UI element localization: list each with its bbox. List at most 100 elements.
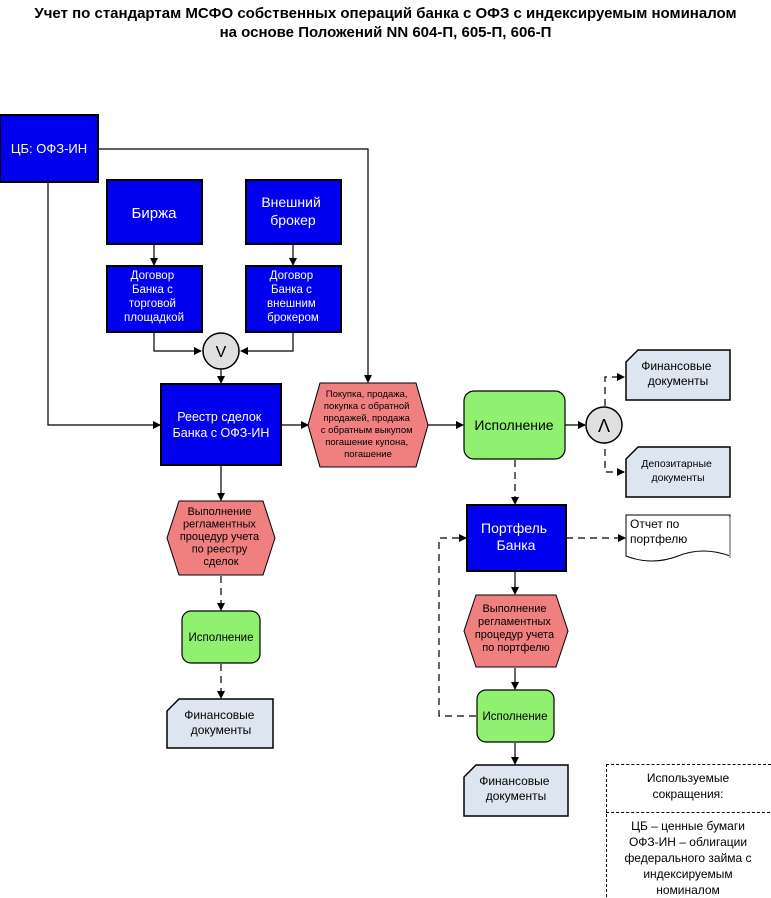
legend-box (606, 764, 771, 897)
node-broker-contract: Договор Банка с внешним брокером (245, 265, 342, 333)
svg-text:Договор Банка с вн: Договор Банка с внешним брокером (267, 270, 319, 324)
node-portfolio: Портфель Банка (466, 504, 567, 572)
node-portfolio-report: Отчет по портфелю (625, 514, 731, 562)
node-and-gate: Λ (585, 406, 623, 444)
node-broker: Внешний брокер (245, 179, 342, 245)
legend-header-line-1: Используемые (646, 771, 730, 785)
broker-contract-line-3: внешним (267, 298, 316, 310)
broker-contract-line-1: Договор (270, 270, 313, 282)
fin-docs-top-line-1: Финансовые (641, 359, 712, 373)
node-broker-line-1: Внешний (261, 194, 320, 210)
connectors (47, 148, 626, 765)
operations-line-1: Покупка, продажа, (326, 389, 408, 400)
legend-header-line-2: сокращения: (652, 787, 724, 801)
fin-docs-top-line-2: документы (648, 374, 709, 388)
legend-item: ОФЗ-ИН – облигации (628, 835, 748, 849)
svg-text:Финансовые документы: Финансовые документы (479, 774, 553, 803)
node-exchange-label: Биржа (132, 205, 178, 222)
node-exchange-contract: Договор Банка с торговой площадкой (106, 265, 203, 333)
portfolio-report-line-2: портфелю (630, 532, 687, 546)
svg-text:Реестр сделок Банка с ОФ: Реестр сделок Банка с ОФЗ-ИН (173, 410, 270, 440)
procedures-registry-line-5: сделок (203, 556, 238, 568)
edge-broker-contract-to-or (240, 332, 294, 355)
node-procedures-registry: Выполнение регламентных процедур учета п… (166, 500, 276, 576)
svg-text:Покупка, продажа, покупк: Покупка, продажа, покупка с обратной про… (321, 389, 416, 460)
legend-item: ЦБ – ценные бумаги (631, 819, 745, 833)
legend-items: ЦБ – ценные бумаги ОФЗ-ИН – облигации фе… (606, 818, 770, 898)
node-registry: Реестр сделок Банка с ОФЗ-ИН (160, 383, 282, 466)
node-execution-registry: Исполнение (181, 610, 261, 664)
execution-registry-label: Исполнение (188, 632, 253, 644)
legend-item: индексируемым (643, 867, 733, 881)
depo-docs-line-1: Депозитарные (641, 458, 712, 470)
procedures-registry-line-4: по реестру (192, 544, 248, 556)
fin-docs-registry-line-2: документы (191, 723, 252, 737)
fin-docs-registry-line-1: Финансовые (184, 708, 255, 722)
edge-cb-to-registry (47, 183, 161, 429)
execution-portfolio-label: Исполнение (482, 711, 547, 723)
svg-text:Выполнение регламентных: Выполнение регламентных процедур учета п… (475, 603, 557, 654)
node-broker-line-2: брокер (270, 212, 316, 228)
svg-text:Финансовые документы: Финансовые документы (184, 708, 258, 737)
node-fin-docs-registry: Финансовые документы (166, 698, 274, 749)
node-or-gate: V (202, 332, 240, 370)
node-execution-portfolio: Исполнение (476, 689, 555, 743)
svg-text:Финансовые документы: Финансовые документы (641, 359, 715, 388)
node-depo-docs: Депозитарные документы (625, 446, 731, 498)
node-cb-ofz: ЦБ: ОФЗ-ИН (0, 114, 99, 183)
title-line-1: Учет по стандартам МСФО собственных опер… (34, 5, 737, 22)
portfolio-line-2: Банка (497, 537, 536, 553)
node-procedures-portfolio: Выполнение регламентных процедур учета п… (463, 594, 569, 668)
node-exchange: Биржа (106, 179, 203, 245)
svg-text:Депозитарные документы: Депозитарные документы (641, 458, 715, 484)
node-fin-docs-portfolio: Финансовые документы (463, 764, 569, 817)
svg-text:Договор Банка с то: Договор Банка с торговой площадкой (124, 270, 184, 324)
diagram-title: Учет по стандартам МСФО собственных опер… (0, 4, 771, 42)
operations-line-4: с обратным выкупом (321, 425, 413, 436)
edge-cb-to-operations (98, 148, 372, 383)
or-gate-symbol: V (216, 344, 227, 361)
depo-docs-line-2: документы (651, 472, 704, 484)
node-fin-docs-top: Финансовые документы (625, 349, 731, 401)
and-gate-symbol: Λ (598, 416, 610, 436)
exchange-contract-line-3: торговой (129, 298, 176, 310)
svg-text:Выполнение регламентных: Выполнение регламентных процедур учета п… (180, 506, 262, 568)
edge-and-to-fin-docs (604, 373, 625, 426)
operations-line-5: погашение купона, (325, 437, 408, 448)
registry-line-1: Реестр сделок (177, 410, 262, 424)
procedures-registry-line-3: процедур учета (180, 531, 260, 543)
procedures-portfolio-line-3: процедур учета (475, 629, 555, 641)
procedures-portfolio-line-1: Выполнение (482, 603, 546, 615)
node-operations: Покупка, продажа, покупка с обратной про… (307, 382, 429, 468)
operations-line-3: продажей, продажа (323, 413, 410, 424)
svg-text:Портфель Банка: Портфель Банка (481, 520, 551, 553)
procedures-portfolio-line-2: регламентных (478, 616, 551, 628)
fin-docs-portfolio-line-2: документы (486, 789, 547, 803)
svg-text:Отчет по портфелю: Отчет по портфелю (630, 517, 687, 546)
title-line-2: на основе Положений NN 604-П, 605-П, 606… (219, 24, 552, 41)
portfolio-report-line-1: Отчет по (630, 517, 680, 531)
procedures-registry-line-2: регламентных (183, 519, 256, 531)
legend-divider (606, 812, 770, 813)
broker-contract-line-4: брокером (267, 312, 319, 324)
exchange-contract-line-2: Банка с (132, 284, 173, 296)
execution-main-label: Исполнение (474, 417, 553, 433)
legend-item: номиналом (656, 883, 720, 897)
portfolio-line-1: Портфель (481, 520, 547, 536)
node-cb-ofz-label: ЦБ: ОФЗ-ИН (11, 141, 87, 156)
registry-line-2: Банка с ОФЗ-ИН (173, 426, 270, 440)
edge-exch-contract-to-or (153, 332, 202, 355)
operations-line-2: покупка с обратной (324, 401, 410, 412)
fin-docs-portfolio-line-1: Финансовые (479, 774, 550, 788)
broker-contract-line-2: Банка с (271, 284, 312, 296)
exchange-contract-line-1: Договор (131, 270, 174, 282)
node-execution-main: Исполнение (463, 390, 566, 460)
legend-item: федерального займа с (624, 851, 752, 865)
legend-header: Используемые сокращения: (606, 770, 770, 802)
edge-execution-loop-to-portfolio (438, 534, 476, 717)
operations-line-6: погашение (344, 449, 392, 460)
procedures-portfolio-line-4: по портфелю (482, 642, 550, 654)
procedures-registry-line-1: Выполнение (187, 506, 251, 518)
exchange-contract-line-4: площадкой (124, 312, 184, 324)
